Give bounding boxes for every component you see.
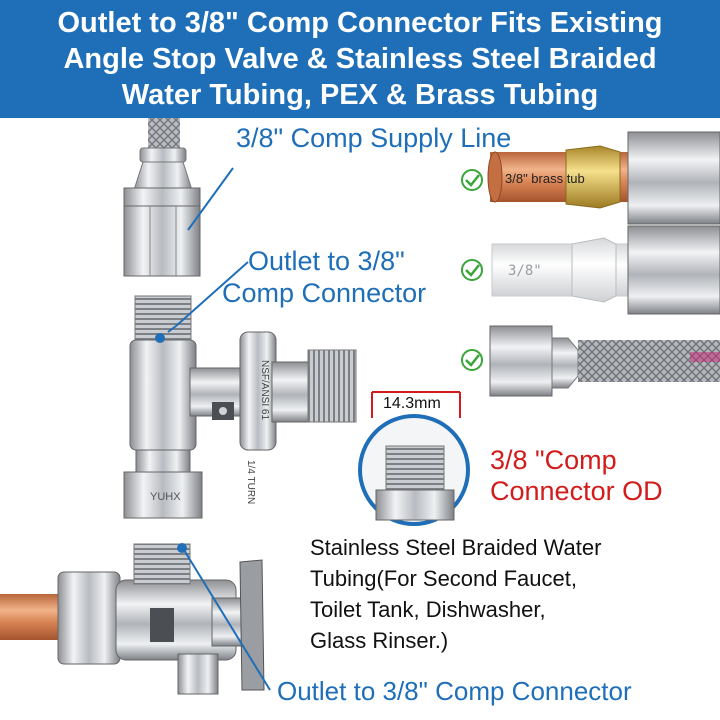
valve-handle-text-1: NSF/ANSI 61 — [259, 360, 270, 420]
copper-tube-option — [487, 131, 720, 225]
outlet-top-label-line-1: Outlet to 3/8" — [248, 246, 405, 276]
outlet-bottom-label: Outlet to 3/8" Comp Connector — [277, 676, 632, 706]
connector-od-zoom — [358, 414, 470, 526]
connector-od-label-line-2: Connector OD — [490, 476, 663, 506]
check-circle-icon — [461, 349, 483, 371]
braided-hose-option — [489, 325, 720, 397]
outlet-top-label-line-2: Comp Connector — [222, 278, 427, 308]
measurement-bracket — [371, 391, 461, 418]
measurement-label: 14.3mm — [383, 395, 441, 412]
stainless-desc-line-1: Stainless Steel Braided Water — [310, 535, 602, 560]
check-circle-icon — [461, 169, 483, 191]
title-banner: Outlet to 3/8" Comp Connector Fits Exist… — [0, 0, 720, 118]
banner-title-line-3: Water Tubing, PEX & Brass Tubing — [121, 79, 599, 111]
supply-line-label: 3/8" Comp Supply Line — [236, 123, 512, 153]
banner-title-line-1: Outlet to 3/8" Comp Connector Fits Exist… — [57, 7, 663, 39]
supply-line-hose — [123, 118, 201, 277]
check-circle-icon — [461, 259, 483, 281]
angle-stop-valve-lower — [0, 543, 265, 695]
valve-handle-text-2: 1/4 TURN — [245, 460, 256, 504]
copper-tube-label: 3/8" brass tub — [505, 171, 585, 186]
pex-tube-label: 3/8" — [508, 263, 542, 279]
banner-title-line-2: Angle Stop Valve & Stainless Steel Braid… — [63, 43, 657, 75]
pex-tube-option — [491, 225, 720, 315]
stainless-desc-line-4: Glass Rinser.) — [310, 628, 449, 653]
stainless-desc-line-2: Tubing(For Second Faucet, — [310, 566, 577, 591]
stainless-desc-line-3: Toilet Tank, Dishwasher, — [310, 597, 546, 622]
angle-stop-valve-upper — [123, 295, 357, 519]
callout-lines — [155, 167, 271, 691]
valve-body-brand-text: YUHX — [150, 491, 181, 503]
connector-od-label-line-1: 3/8 "Comp — [490, 445, 617, 475]
